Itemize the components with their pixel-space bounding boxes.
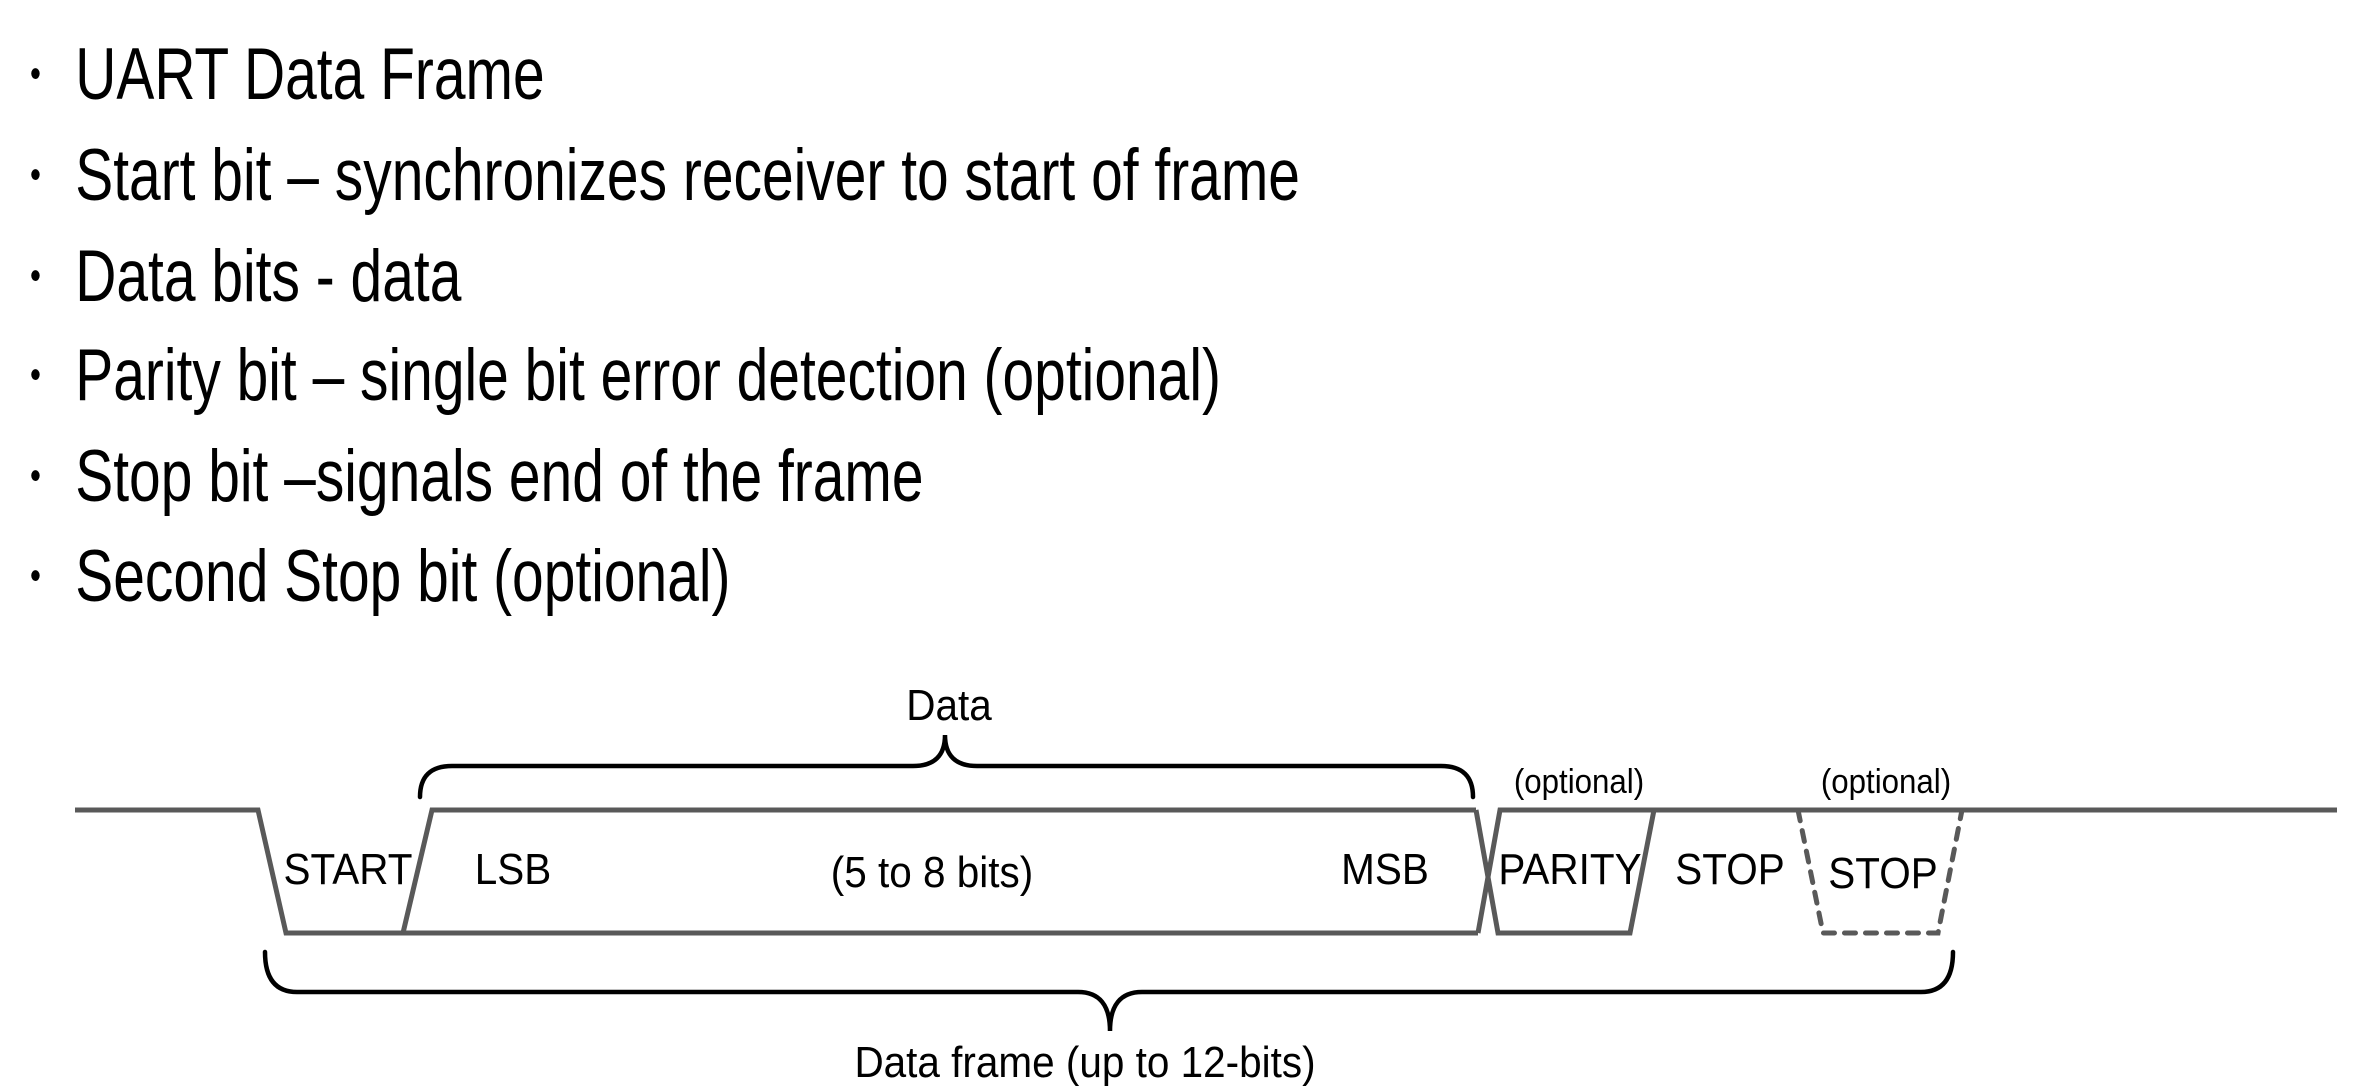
waveform-start-rise-and-data-top	[400, 807, 1476, 934]
second-stop-bit-label: STOP	[1828, 849, 1937, 898]
data-frame-brace-label: Data frame (up to 12-bits)	[854, 1038, 1315, 1087]
bullet-marker: •	[30, 353, 41, 397]
bullet-marker: •	[30, 454, 41, 498]
bullet-text: Data bits - data	[75, 235, 462, 317]
parity-optional-label: (optional)	[1514, 762, 1644, 801]
lsb-label: LSB	[475, 845, 551, 894]
bullet-line-second-stop-bit: • Second Stop bit (optional)	[30, 526, 730, 626]
waveform-x-rise-and-high-line	[1475, 807, 2337, 934]
bullet-line-parity-bit: • Parity bit – single bit error detectio…	[30, 325, 1221, 425]
bullet-text: Parity bit – single bit error detection …	[75, 334, 1221, 416]
diagram-labels: Data START LSB (5 to 8 bits) MSB PARITY …	[284, 681, 1952, 1087]
second-stop-optional-label: (optional)	[1821, 762, 1951, 801]
braces	[262, 734, 1956, 1032]
data-brace-label: Data	[906, 681, 992, 730]
data-top-brace	[417, 734, 1476, 800]
bullet-text: Start bit – synchronizes receiver to sta…	[75, 134, 1300, 216]
bullet-text: Stop bit –signals end of the frame	[75, 435, 924, 517]
data-bits-count-label: (5 to 8 bits)	[831, 848, 1033, 897]
stop-bit-label: STOP	[1675, 845, 1784, 894]
data-frame-bottom-brace	[262, 949, 1956, 1032]
msb-label: MSB	[1341, 845, 1429, 894]
bullet-line-stop-bit: • Stop bit –signals end of the frame	[30, 426, 924, 526]
waveform-idle-and-start-low	[75, 807, 1478, 936]
bullet-marker: •	[30, 254, 41, 298]
parity-bit-label: PARITY	[1498, 845, 1641, 894]
bullet-line-uart-data-frame: • UART Data Frame	[30, 24, 545, 124]
bullet-text: Second Stop bit (optional)	[75, 535, 731, 617]
bullet-marker: •	[30, 554, 41, 598]
waveform-lines	[75, 807, 2337, 936]
bullet-text: UART Data Frame	[75, 33, 545, 115]
bullet-line-start-bit: • Start bit – synchronizes receiver to s…	[30, 125, 1300, 225]
bullet-line-data-bits: • Data bits - data	[30, 226, 461, 326]
bullet-marker: •	[30, 52, 41, 96]
bullet-marker: •	[30, 153, 41, 197]
start-bit-label: START	[284, 845, 413, 894]
waveform-second-stop-dashed	[1795, 807, 1965, 936]
